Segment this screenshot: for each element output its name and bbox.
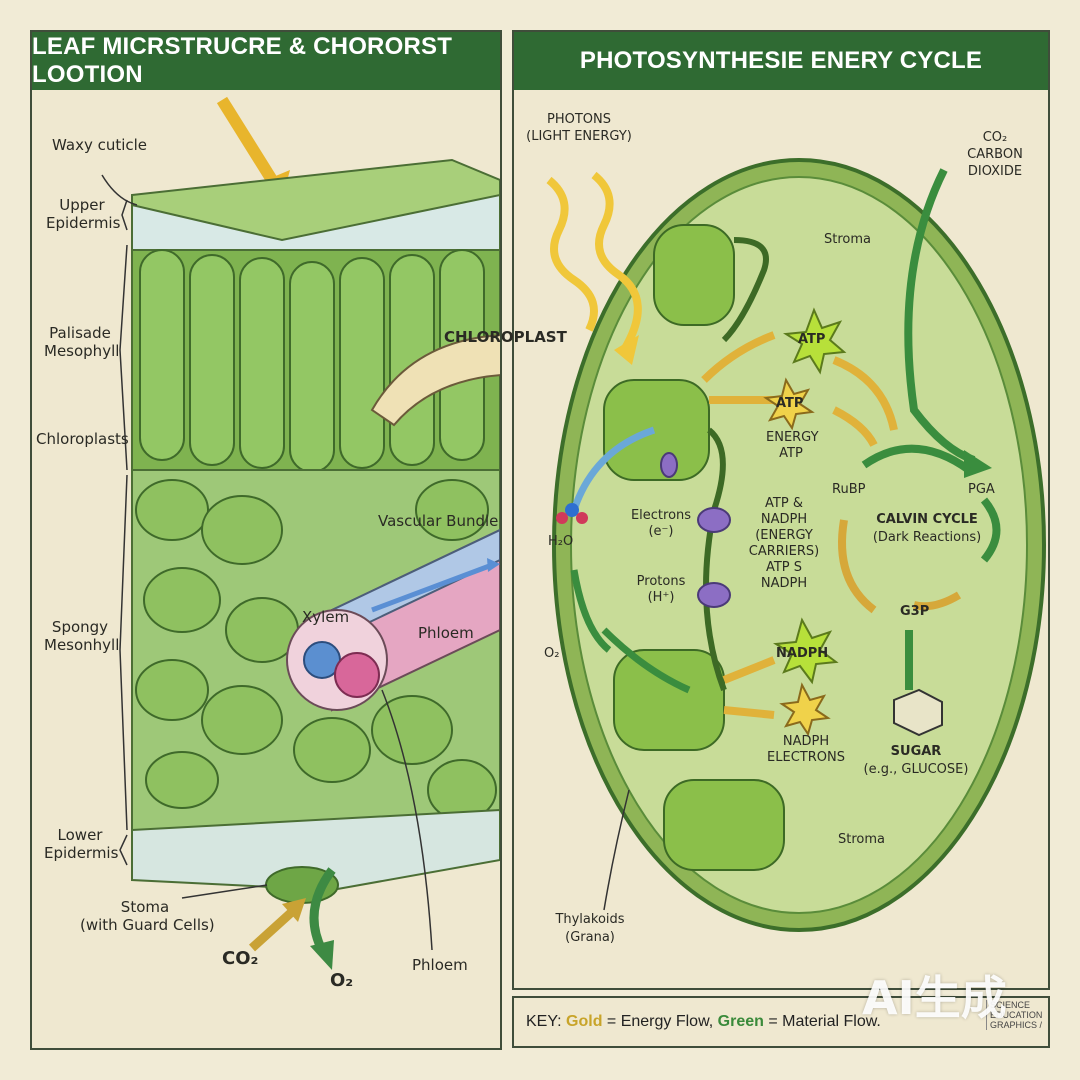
- key-green-rest: = Material Flow.: [768, 1013, 881, 1030]
- label-stoma-2: (with Guard Cells): [80, 916, 215, 934]
- co2-in-arrow-icon: [248, 906, 298, 952]
- spongy-cells: [135, 479, 497, 821]
- label-electrons-2: (e⁻): [648, 524, 674, 539]
- label-calvin-2: (Dark Reactions): [872, 530, 982, 545]
- label-atp-nadph-2: NADPH: [760, 512, 808, 527]
- label-nadph-star: NADPH: [776, 646, 829, 661]
- water-molecule-icon: [556, 503, 588, 524]
- label-g3p: G3P: [900, 604, 930, 619]
- label-photons-2: (LIGHT ENERGY): [526, 129, 632, 144]
- label-lower-epidermis-1: Lower: [57, 826, 103, 844]
- label-atp-nadph-3: (ENERGY: [755, 528, 813, 543]
- atp-star-2: [763, 377, 815, 431]
- phloem-circle: [334, 652, 380, 698]
- chloroplast-pointer-arrow: [370, 334, 500, 427]
- label-waxy-cuticle: Waxy cuticle: [52, 136, 148, 154]
- label-electrons-1: Electrons: [630, 508, 692, 523]
- calvin-cycle-arrows: [838, 444, 1001, 690]
- label-stroma-bottom: Stroma: [838, 832, 885, 847]
- label-atp-nadph-5: ATP S: [765, 560, 803, 575]
- label-thylakoids-1: Thylakoids: [555, 912, 625, 927]
- photon-ray-1-icon: [546, 176, 598, 332]
- label-chloroplasts: Chloroplasts: [36, 430, 129, 448]
- key-gold-rest: = Energy Flow,: [606, 1013, 714, 1030]
- label-o2-left: O₂: [330, 970, 354, 991]
- credit-line-1: SCIENCE: [990, 1000, 1031, 1010]
- label-co2-right-3: DIOXIDE: [967, 164, 1023, 179]
- nadph-star-2: [779, 682, 831, 737]
- label-co2-left: CO₂: [222, 948, 259, 969]
- atp-star-1: [782, 307, 847, 375]
- label-atp-nadph-4: CARRIERS): [748, 544, 820, 559]
- label-calvin-1: CALVIN CYCLE: [876, 512, 978, 527]
- label-atp-star-2: ATP: [776, 396, 804, 411]
- label-o2-right: O₂: [544, 646, 560, 661]
- label-pga: PGA: [968, 482, 995, 497]
- leaf-panel-title: LEAF MICRSTRUCRE & CHORORST LOOTION: [32, 32, 500, 90]
- label-xylem: Xylem: [302, 608, 350, 626]
- thylakoid-grana: [603, 224, 785, 871]
- legend-key: KEY: Gold = Energy Flow, Green = Materia…: [512, 996, 1050, 1048]
- label-sugar-1: SUGAR: [890, 744, 942, 759]
- label-upper-epidermis-2: Epidermis: [46, 214, 121, 232]
- label-nadph-2: ELECTRONS: [767, 750, 845, 765]
- o2-out-arrow-icon: [309, 867, 336, 953]
- lower-epidermis: [131, 808, 500, 892]
- key-green-word: Green: [717, 1013, 764, 1030]
- label-chloroplast-arrow: CHLOROPLAST: [444, 328, 567, 346]
- label-spongy-2: Mesonhyll: [44, 636, 120, 654]
- sunlight-arrow-icon: [216, 96, 278, 184]
- label-atp-nadph-6: NADPH: [760, 576, 808, 591]
- label-atp-star-1: ATP: [798, 332, 826, 347]
- label-palisade-1: Palisade: [49, 324, 111, 342]
- label-protons-1: Protons: [636, 574, 686, 589]
- ai-watermark: AI生成: [862, 971, 1007, 1025]
- water-arrow-icon: [570, 426, 656, 512]
- label-protons-2: (H⁺): [647, 590, 675, 605]
- label-stroma-top: Stroma: [824, 232, 871, 247]
- energy-flow-arrows: [701, 331, 898, 719]
- nadph-star-1: [772, 617, 839, 685]
- co2-input-arrow-icon: [904, 168, 976, 464]
- label-energy-atp-2: ATP: [779, 446, 803, 461]
- label-thylakoids-2: (Grana): [565, 930, 615, 945]
- cycle-panel-title: PHOTOSYNTHESIE ENERY CYCLE: [514, 32, 1048, 90]
- label-stoma-1: Stoma: [120, 898, 170, 916]
- leaf-cross-section: [101, 96, 500, 970]
- label-co2-right-1: CO₂: [982, 130, 1008, 145]
- electron-transport-proteins: [660, 452, 731, 608]
- credit-line-2: EDUCATION: [990, 1010, 1043, 1020]
- label-phloem: Phloem: [418, 624, 474, 642]
- o2-release-arrow-icon: [570, 569, 612, 653]
- credit-line-3: GRAPHICS /: [990, 1020, 1043, 1030]
- glucose-molecule-icon: [893, 688, 943, 737]
- label-energy-atp-1: ENERGY: [766, 430, 819, 445]
- label-atp-nadph-1: ATP &: [765, 496, 803, 511]
- label-phloem-bottom: Phloem: [412, 956, 468, 974]
- label-sugar-2: (e.g., GLUCOSE): [863, 762, 969, 777]
- label-vascular-bundle: Vascular Bundle: [378, 512, 499, 530]
- key-gold-word: Gold: [566, 1013, 603, 1030]
- key-prefix: KEY:: [526, 1013, 562, 1030]
- label-palisade-2: Mesophyll: [44, 342, 120, 360]
- electron-to-nadph-arrow: [601, 627, 691, 694]
- label-co2-right-2: CARBON: [967, 147, 1023, 162]
- label-nadph-1: NADPH: [782, 734, 830, 749]
- label-upper-epidermis-1: Upper: [59, 196, 105, 214]
- label-h2o: H₂O: [548, 534, 574, 549]
- label-lower-epidermis-2: Epidermis: [44, 844, 119, 862]
- label-rubp: RuBP: [832, 482, 866, 497]
- label-photons-1: PHOTONS: [547, 112, 611, 127]
- credit-block: SCIENCE EDUCATION GRAPHICS /: [986, 1000, 1050, 1030]
- chloroplast-diagram: [546, 158, 1046, 932]
- label-spongy-1: Spongy: [51, 618, 109, 636]
- vascular-bundle: [286, 528, 500, 712]
- photon-ray-2-icon: [591, 171, 642, 353]
